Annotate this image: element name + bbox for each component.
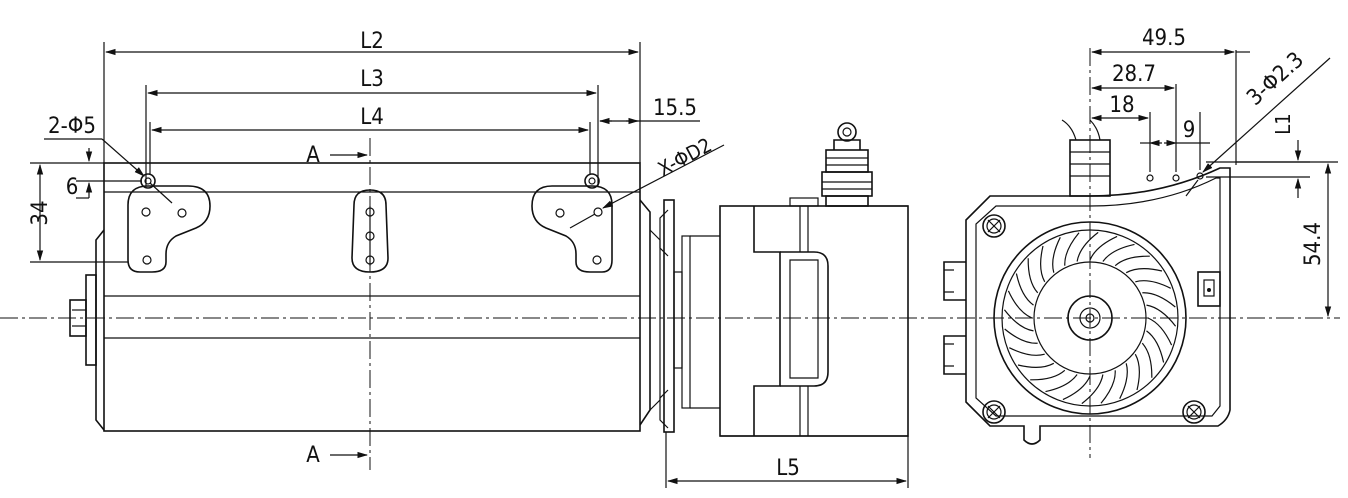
dim-l4: L4	[360, 105, 384, 130]
housing-body	[103, 162, 641, 432]
dim-28-7: 28.7	[1112, 62, 1156, 87]
impeller-blade	[1007, 290, 1033, 319]
label-x-phid2: X-ΦD2	[654, 133, 716, 181]
middle-view: L5	[659, 122, 909, 488]
dim-15-5: 15.5	[653, 96, 697, 121]
impeller-blade	[1081, 374, 1104, 405]
right-bracket	[531, 185, 613, 273]
impeller-blade	[1125, 268, 1163, 274]
screw-bottom-right	[1182, 400, 1206, 424]
motor-body	[719, 205, 909, 437]
impeller-blade	[1027, 258, 1039, 294]
dim-l2: L2	[360, 29, 384, 54]
dim-l3: L3	[360, 67, 384, 92]
impeller-blade	[1102, 243, 1135, 262]
impeller-blade	[1134, 353, 1140, 391]
impeller-blade	[1147, 317, 1173, 346]
impeller-blade	[1089, 235, 1118, 261]
section-a-top: A	[306, 143, 320, 168]
screw-top	[982, 214, 1006, 238]
impeller-blade	[1076, 231, 1099, 262]
middle-bracket	[351, 189, 389, 273]
impeller-housing	[965, 167, 1231, 445]
impeller-blade	[1045, 374, 1078, 393]
impeller-blade	[1040, 245, 1046, 283]
dim-18: 18	[1109, 93, 1134, 118]
dim-54-4: 54.4	[1301, 222, 1326, 266]
impeller-blade	[1114, 255, 1150, 267]
impeller-blade	[1064, 232, 1080, 266]
impeller-blade	[1119, 363, 1128, 399]
label-3-phi2-3: 3-Φ2.3	[1242, 48, 1308, 111]
impeller-blade	[1135, 280, 1171, 289]
impeller-blade	[1004, 328, 1038, 344]
cable-exit	[1061, 119, 1111, 197]
impeller-blade	[1003, 309, 1034, 332]
dim-l5: L5	[776, 456, 800, 481]
impeller-blade	[1146, 304, 1177, 327]
right-view: 49.5 28.7 18 9 3-Φ2.3 L1 54.4	[943, 26, 1338, 458]
flange-plate	[663, 199, 675, 433]
impeller-blade	[1100, 370, 1116, 404]
impeller-blade	[1030, 369, 1066, 381]
left-bracket	[127, 185, 211, 273]
impeller-blades	[1003, 231, 1177, 405]
impeller-blade	[1009, 347, 1045, 356]
cable-gland	[821, 122, 873, 207]
impeller-blade	[1015, 273, 1034, 306]
impeller-blade	[1052, 237, 1061, 273]
section-a-bottom: A	[306, 443, 320, 468]
screw-bottom-left	[982, 400, 1006, 424]
impeller-blade	[1017, 362, 1055, 368]
label-2-phi5: 2-Φ5	[48, 114, 96, 139]
impeller-blade	[1141, 342, 1153, 378]
dim-6: 6	[66, 175, 79, 200]
dim-9: 9	[1183, 118, 1196, 143]
impeller-blade	[1146, 330, 1165, 363]
impeller-blade	[1142, 292, 1176, 308]
dim-34: 34	[28, 200, 53, 225]
dim-l1: L1	[1271, 113, 1295, 134]
dim-49-5: 49.5	[1142, 26, 1186, 51]
impeller-blade	[1062, 375, 1091, 401]
left-view: L2 L3 L4 15.5 2-Φ5 X-ΦD2 34 6 A	[28, 29, 725, 470]
